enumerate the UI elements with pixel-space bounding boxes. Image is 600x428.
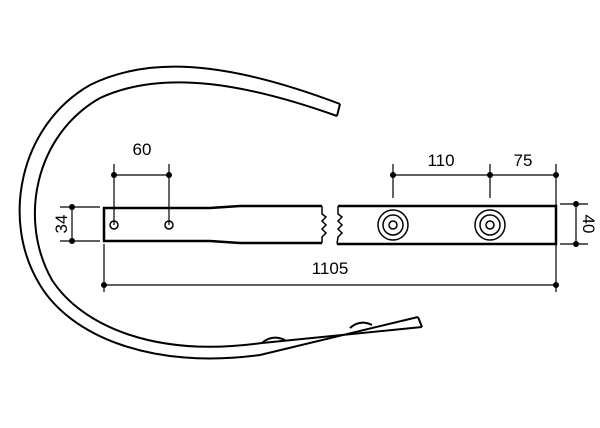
dim-hole-spacing: 60 — [133, 140, 152, 159]
break-line-right — [336, 206, 344, 245]
curved-tine-inner — [33, 81, 423, 348]
curved-tine-outer — [18, 65, 419, 360]
bolt-head-1 — [261, 336, 286, 344]
break-line-left — [320, 206, 328, 243]
bolt-1 — [377, 209, 409, 241]
tine-end-top — [336, 103, 341, 117]
tine-end-bottom — [417, 316, 423, 328]
dim-bolt-spacing: 110 — [427, 151, 454, 170]
dim-narrow-width: 34 — [52, 215, 71, 234]
dim-total-length: 1105 — [312, 259, 349, 278]
dim-wide-width: 40 — [579, 215, 598, 234]
bar-left-section — [102, 204, 322, 245]
bolt-head-2 — [349, 321, 373, 329]
dim-end-offset: 75 — [514, 151, 533, 170]
bar-right-section — [337, 204, 558, 246]
dimension-dots — [69, 172, 579, 288]
bolt-2 — [474, 209, 506, 241]
